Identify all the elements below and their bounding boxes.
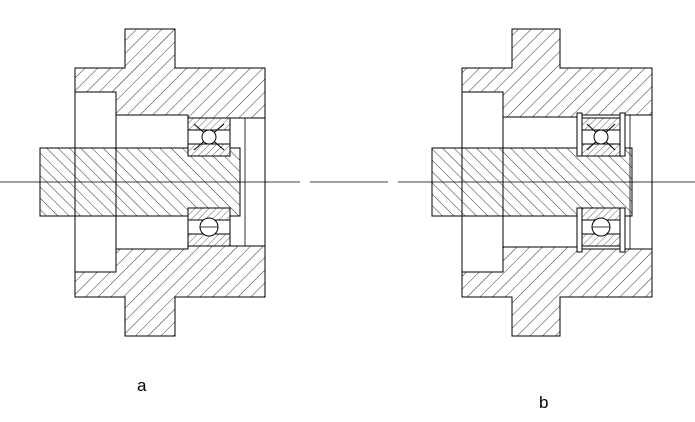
bearing-bottom: [581, 207, 621, 247]
retaining-ring-top-right: [619, 112, 626, 157]
retaining-ring-bottom-right: [619, 207, 626, 253]
panel-a-assembly: [39, 28, 266, 337]
panel-b-label: b: [539, 393, 549, 412]
retaining-ring-top-left: [576, 112, 583, 157]
bearing-top: [187, 117, 231, 157]
housing-bottom-section: [74, 245, 266, 337]
housing-top-section: [74, 28, 266, 119]
bearing-top: [581, 117, 621, 157]
bearing-bottom: [187, 207, 231, 247]
panel-a-label: a: [137, 376, 147, 395]
retaining-ring-bottom-left: [576, 207, 583, 253]
housing-bottom-section: [461, 246, 653, 337]
housing-top-section: [461, 28, 653, 118]
shaft-section: [431, 147, 633, 217]
panel-b-assembly: [431, 28, 653, 337]
shaft-section: [39, 147, 241, 217]
